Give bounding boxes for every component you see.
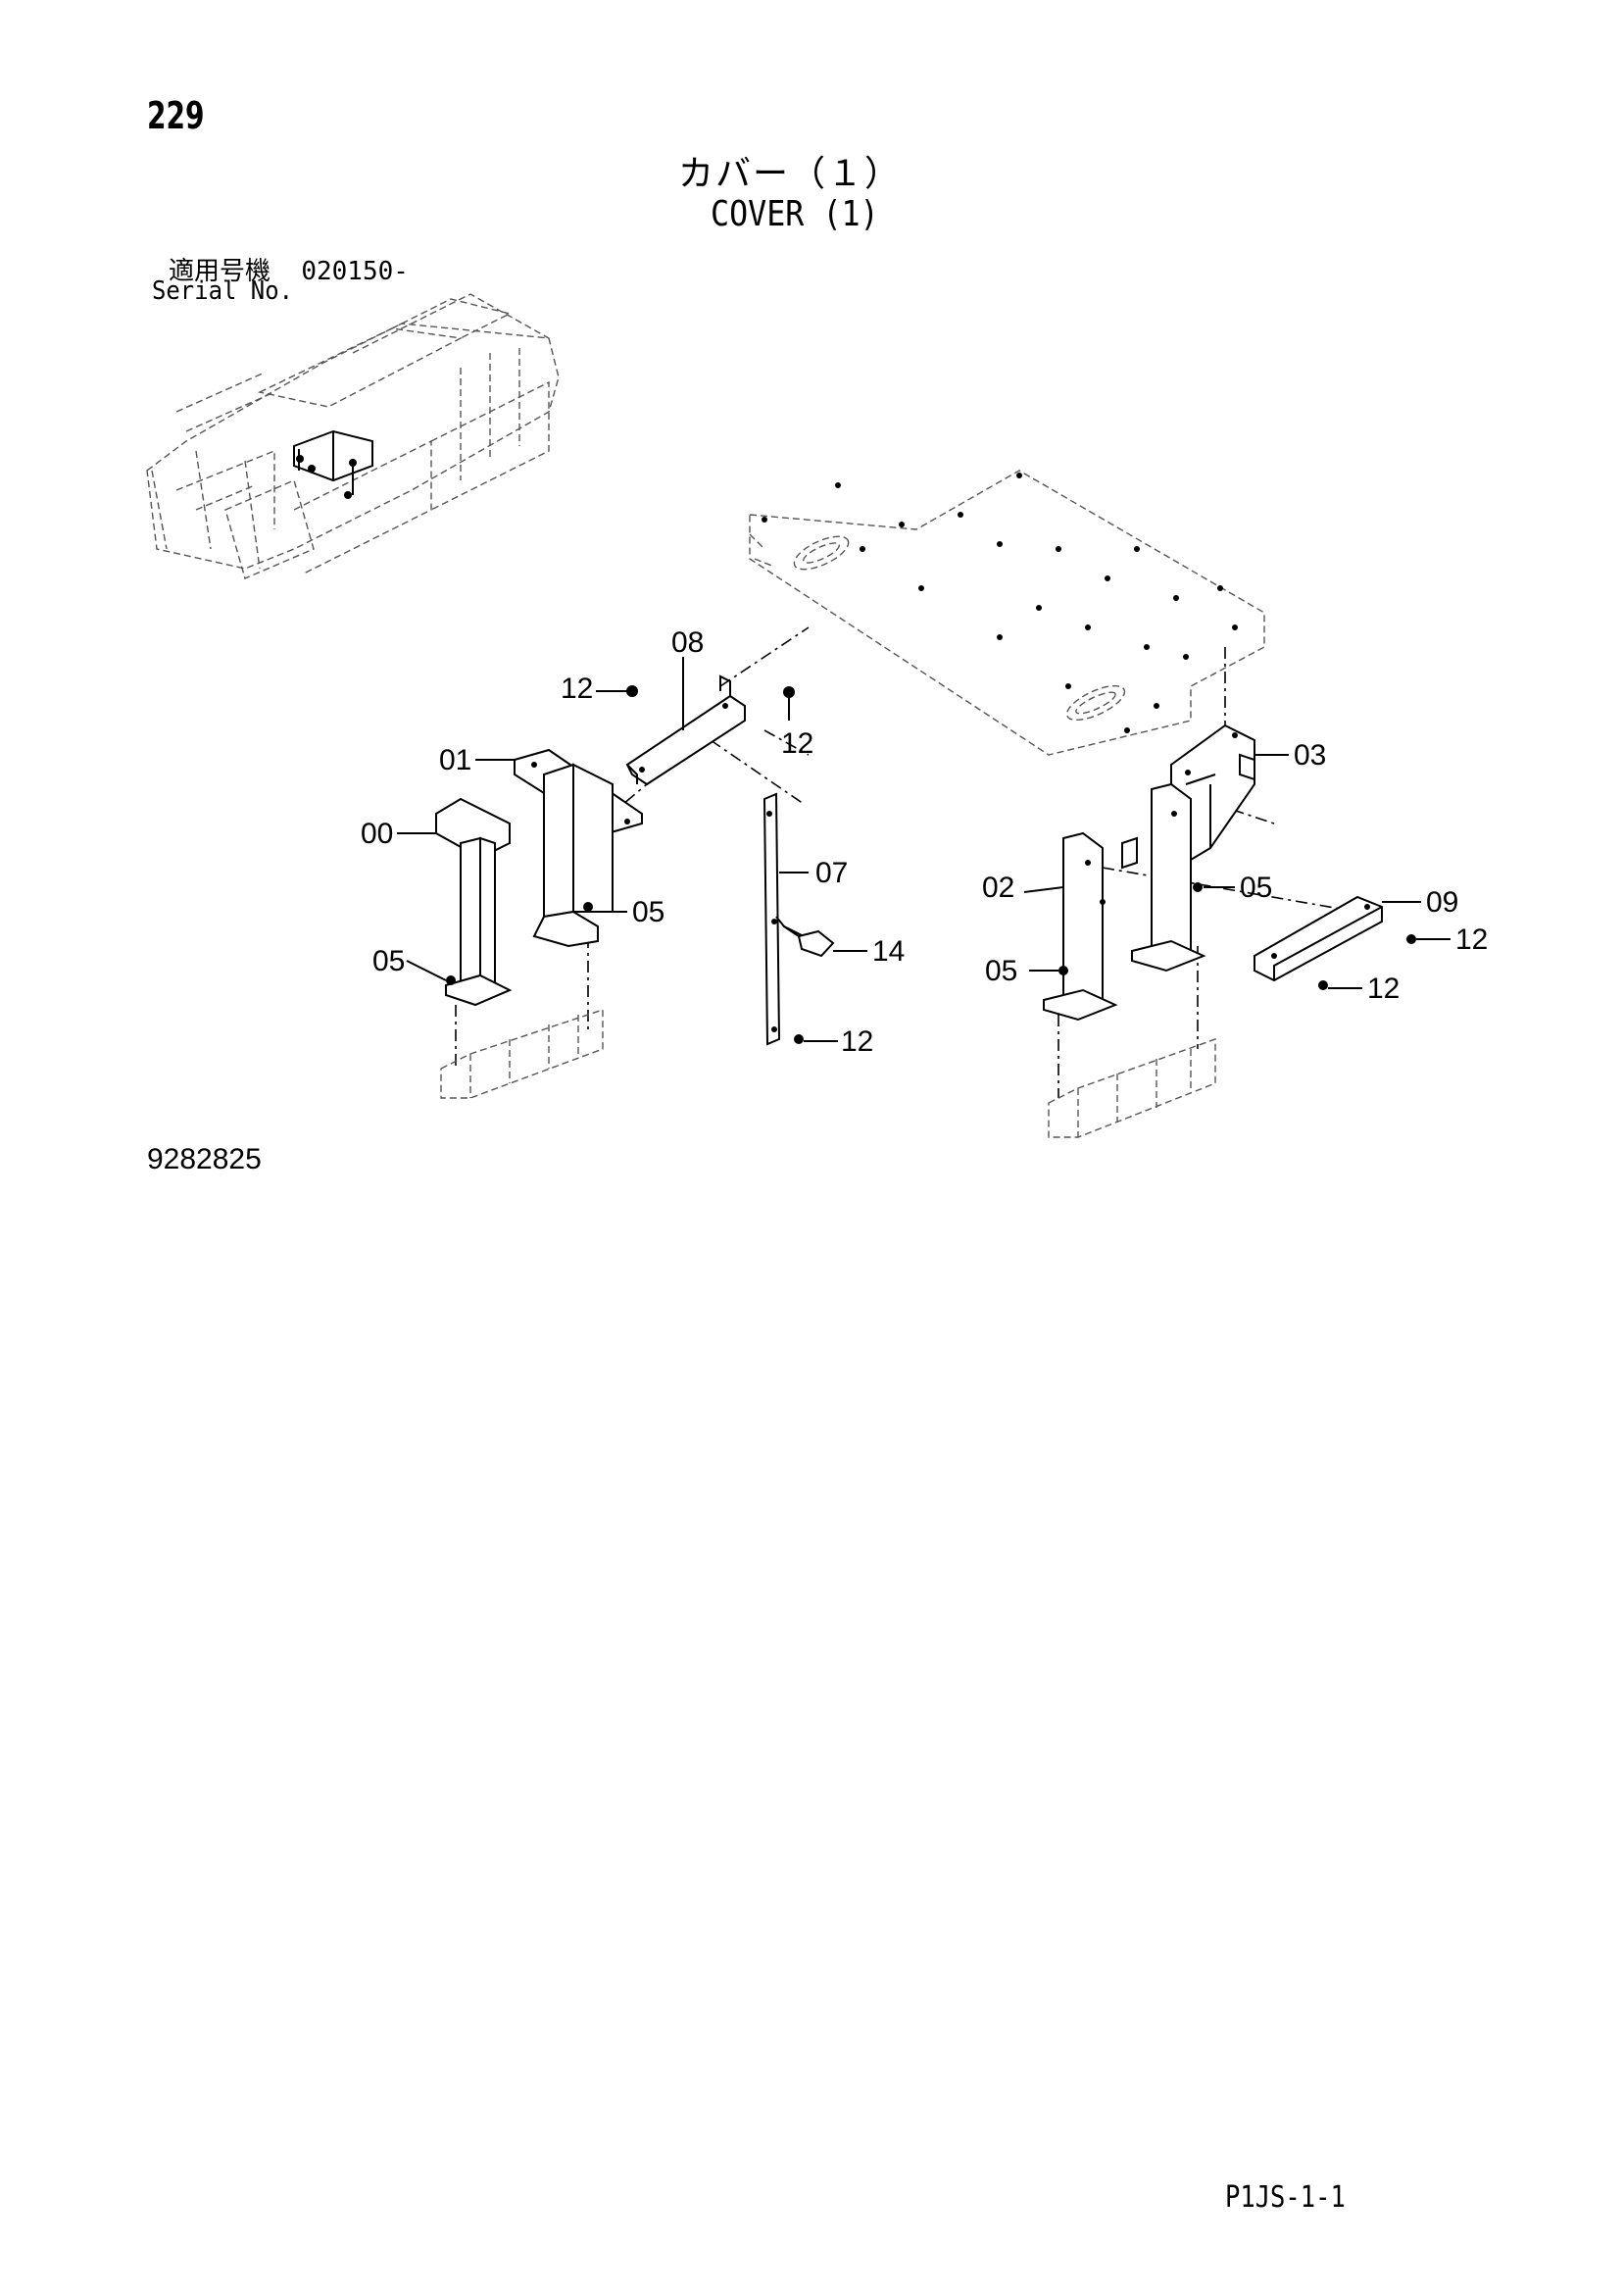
callout-05-right-upper: 05: [1240, 872, 1272, 904]
callout-01: 01: [439, 744, 471, 776]
assembly-centerlines: [455, 626, 1358, 1098]
callout-08: 08: [671, 626, 704, 659]
serial-label-japanese: 適用号機: [169, 257, 271, 286]
floor-plate: [749, 470, 1265, 756]
callout-12-top-right: 12: [781, 727, 813, 760]
callout-12-bottom-right: 12: [1367, 973, 1400, 1005]
part-08-bracket: [625, 674, 795, 786]
callout-12-top-left: 12: [561, 673, 593, 705]
title-english: COVER (1): [711, 194, 879, 234]
part-09-plate: [1254, 895, 1416, 990]
callout-05-left-lower: 05: [372, 945, 405, 977]
leader-lines: [397, 657, 1451, 1042]
lower-right-frame: [1048, 1038, 1216, 1138]
callout-07: 07: [815, 857, 848, 889]
callout-05-right-lower: 05: [985, 955, 1017, 987]
callout-02: 02: [982, 872, 1014, 904]
page-number: 229: [147, 94, 205, 137]
figure-id: 9282825: [147, 1143, 262, 1175]
callout-03: 03: [1294, 739, 1326, 772]
sheet-code: P1JS-1-1: [1225, 2180, 1346, 2215]
callout-00: 00: [361, 818, 393, 850]
serial-applicability: 適用号機 020150-: [169, 251, 409, 287]
lower-left-frame: [440, 1009, 604, 1099]
machine-overview-thumbnail: [146, 293, 560, 579]
callout-12-right: 12: [1455, 923, 1488, 956]
serial-value: 020150-: [301, 257, 409, 286]
title-japanese: カバー（１）: [678, 154, 903, 194]
part-07-bracket: [762, 792, 805, 1046]
callout-12-bottom-center: 12: [841, 1025, 873, 1058]
part-02-support: [1043, 782, 1206, 1022]
callout-14: 14: [872, 935, 905, 968]
callout-09: 09: [1426, 886, 1458, 919]
callout-05-left-upper: 05: [632, 896, 664, 928]
part-01-support: [514, 748, 643, 948]
part-00-support: [435, 797, 513, 1007]
serial-label-english: Serial No.: [152, 276, 294, 306]
part-03-plate: [1170, 724, 1255, 865]
part-14-clip: [783, 925, 835, 958]
